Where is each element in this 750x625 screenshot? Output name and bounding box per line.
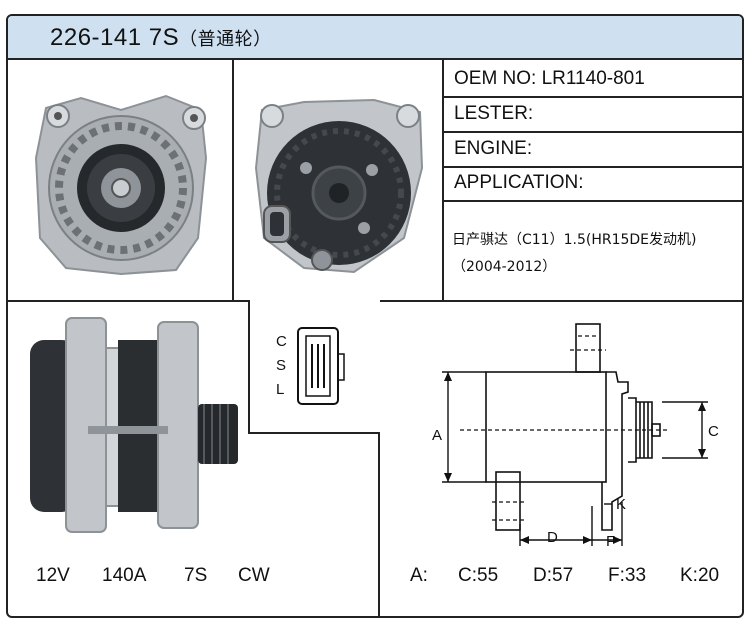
dimension-f: F:33 — [608, 565, 647, 586]
engine-label: ENGINE: — [454, 138, 533, 159]
dimension-drawing: A C D F K — [432, 323, 719, 550]
model-variant: （普通轮） — [179, 29, 272, 50]
rotation-value: CW — [238, 565, 270, 586]
oem-number: OEM NO: LR1140-801 — [454, 68, 645, 89]
dim-label-a: A — [432, 427, 442, 444]
divider-spec-4 — [442, 200, 742, 202]
divider-v-1 — [232, 60, 234, 302]
connector-pin-l: L — [276, 381, 284, 398]
application-vehicle: 日产骐达（C11）1.5(HR15DE发动机) — [452, 232, 697, 248]
divider-v-2 — [442, 60, 444, 302]
divider-spec-3 — [442, 166, 742, 168]
connector-plug-icon: C S L — [276, 327, 345, 405]
application-years: （2004-2012） — [452, 259, 557, 275]
product-spec-sheet: 226-141 7S（普通轮） OEM NO: LR1140-801 LESTE… — [6, 14, 744, 618]
pulley-value: 7S — [184, 565, 208, 586]
alternator-rear-photo — [254, 98, 424, 274]
divider-spec-1 — [442, 96, 742, 98]
voltage-value: 12V — [36, 565, 70, 586]
current-value: 140A — [102, 565, 147, 586]
divider-spec-2 — [442, 131, 742, 133]
dimension-c: C:55 — [458, 565, 499, 586]
dim-label-f: F — [606, 533, 615, 550]
connector-pin-c: C — [276, 333, 287, 350]
connector-pin-s: S — [276, 357, 286, 374]
title-bar: 226-141 7S（普通轮） — [8, 16, 742, 60]
connector-panel — [248, 300, 380, 434]
dimension-d: D:57 — [533, 565, 574, 586]
dimension-a: A: — [410, 565, 428, 586]
alternator-side-photo — [30, 317, 238, 533]
application-label: APPLICATION: — [454, 172, 584, 193]
dimension-k: K:20 — [680, 565, 720, 586]
dim-label-k: K — [616, 496, 626, 513]
divider-v-3 — [378, 300, 380, 616]
alternator-front-photo — [34, 94, 208, 276]
dim-label-d: D — [547, 529, 558, 546]
dim-label-c: C — [708, 423, 719, 440]
page-title: 226-141 7S（普通轮） — [50, 24, 272, 52]
lester-label: LESTER: — [454, 103, 534, 124]
model-number: 226-141 7S — [50, 24, 180, 51]
